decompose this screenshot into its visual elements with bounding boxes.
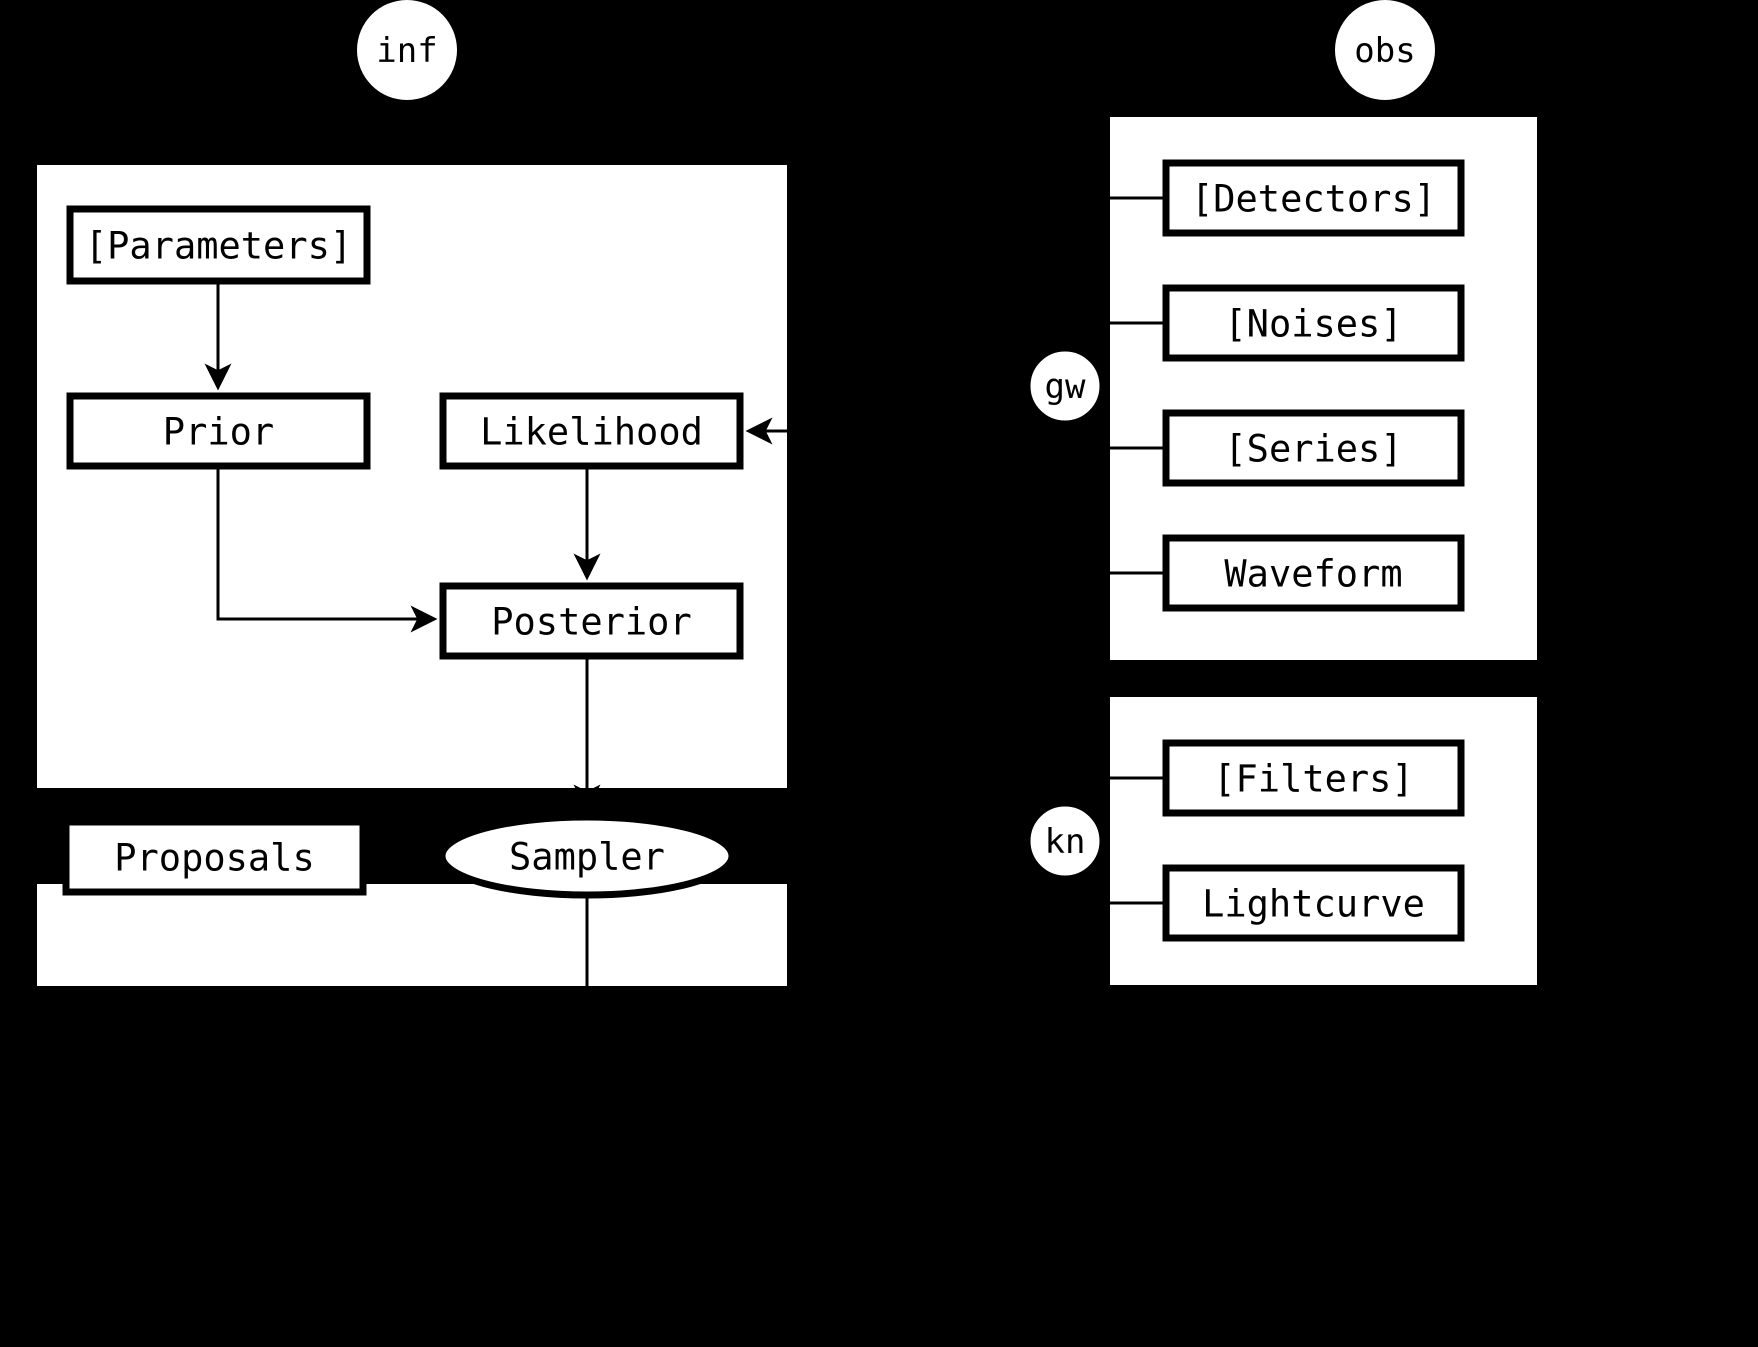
node-gw-label: gw <box>1045 367 1086 407</box>
node-filters-label: [Filters] <box>1213 758 1413 801</box>
cluster-marker-inf-label: inf <box>376 31 437 71</box>
node-kn-label: kn <box>1045 822 1086 862</box>
node-parameters[interactable]: [Parameters] <box>66 205 371 285</box>
edge-gw-detectors <box>1063 196 1166 348</box>
node-waveform[interactable]: Waveform <box>1162 534 1465 612</box>
cluster-markers: inf obs <box>357 0 1435 100</box>
node-likelihood[interactable]: Likelihood <box>439 392 744 470</box>
node-waveform-label: Waveform <box>1224 553 1402 596</box>
edge-prior-posterior <box>216 466 438 633</box>
node-posterior[interactable]: Posterior <box>439 582 744 660</box>
edge-kn-filters <box>1063 776 1166 803</box>
edges <box>204 196 1166 986</box>
node-kn[interactable]: kn <box>1023 799 1107 883</box>
node-lightcurve-label: Lightcurve <box>1202 883 1425 926</box>
node-noises[interactable]: [Noises] <box>1162 284 1465 362</box>
nodes: [Parameters] Prior Likelihood Posterior … <box>62 159 1465 942</box>
node-proposals-label: Proposals <box>114 837 314 880</box>
node-likelihood-label: Likelihood <box>480 411 703 454</box>
node-gw[interactable]: gw <box>1023 344 1107 428</box>
edge-kn-lightcurve <box>1063 879 1166 905</box>
node-detectors-label: [Detectors] <box>1191 178 1436 221</box>
cluster-marker-obs-label: obs <box>1354 31 1415 71</box>
node-sampler-label: Sampler <box>509 836 665 879</box>
node-series[interactable]: [Series] <box>1162 409 1465 487</box>
panel-inf-sampler <box>37 884 787 986</box>
node-lightcurve[interactable]: Lightcurve <box>1162 864 1465 942</box>
edge-gw-noises <box>1063 321 1166 348</box>
node-parameters-label: [Parameters] <box>85 225 352 268</box>
node-sampler[interactable]: Sampler <box>438 813 736 899</box>
edge-gw-waveform <box>1063 424 1166 575</box>
node-filters[interactable]: [Filters] <box>1162 739 1465 817</box>
node-proposals[interactable]: Proposals <box>62 818 367 896</box>
cluster-marker-inf[interactable]: inf <box>357 0 457 100</box>
node-detectors[interactable]: [Detectors] <box>1162 159 1465 237</box>
node-posterior-label: Posterior <box>491 601 691 644</box>
node-prior[interactable]: Prior <box>66 392 371 470</box>
node-prior-label: Prior <box>163 411 274 454</box>
cluster-marker-obs[interactable]: obs <box>1335 0 1435 100</box>
node-series-label: [Series] <box>1224 428 1402 471</box>
node-noises-label: [Noises] <box>1224 303 1402 346</box>
